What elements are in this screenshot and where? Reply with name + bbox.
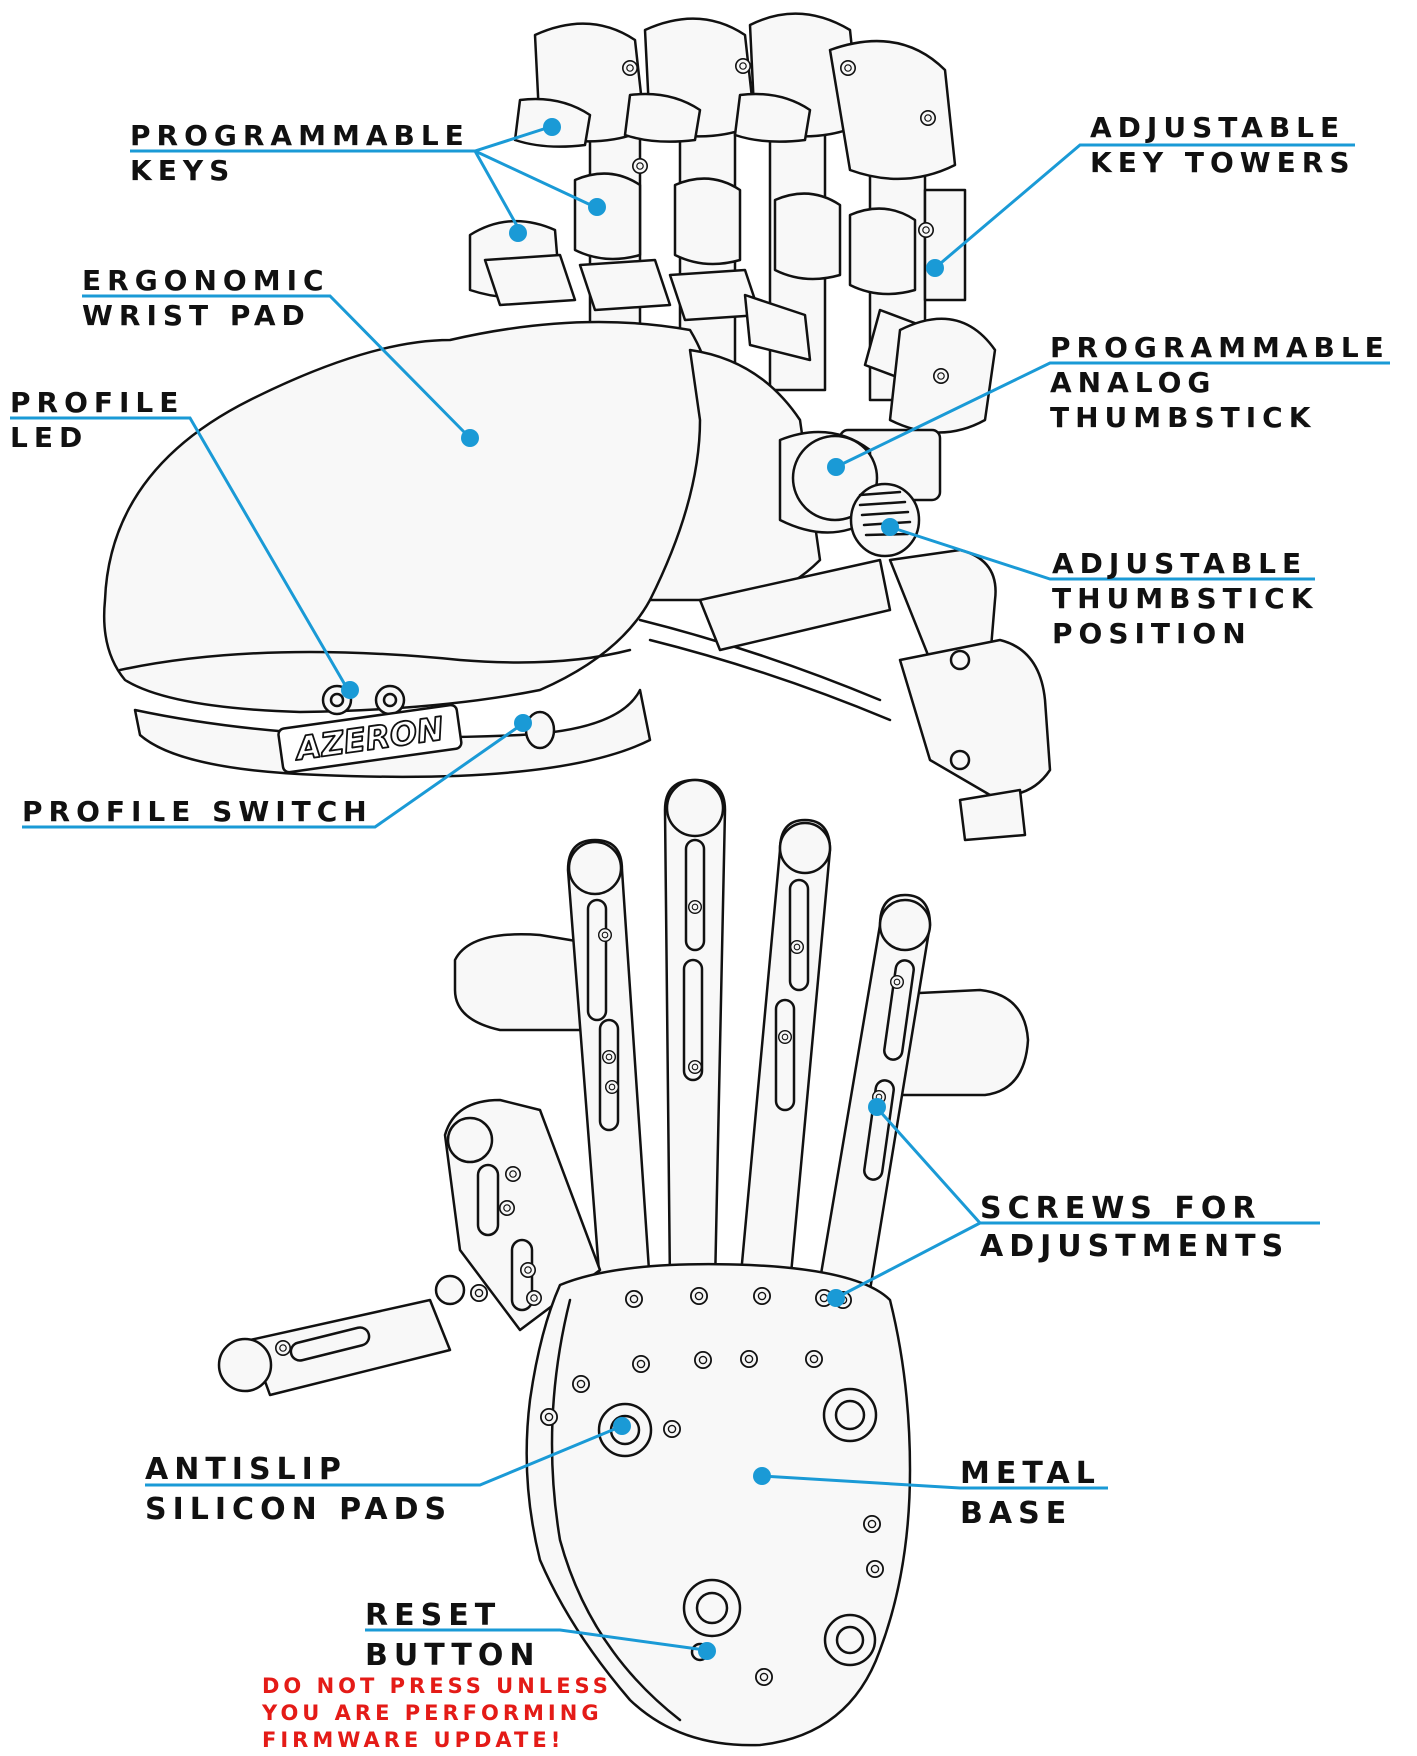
label-line: ADJUSTABLE	[1090, 110, 1356, 145]
label-programmable-analog-thumbstick: PROGRAMMABLE ANALOG THUMBSTICK	[1050, 330, 1390, 435]
label-ergonomic-wrist-pad: ERGONOMIC WRIST PAD	[82, 263, 330, 333]
label-antislip-silicon-pads: ANTISLIP SILICON PADS	[145, 1450, 452, 1530]
label-line: ANTISLIP	[145, 1450, 452, 1490]
label-line: BASE	[960, 1494, 1101, 1534]
label-line: METAL	[960, 1454, 1101, 1494]
firmware-warning: DO NOT PRESS UNLESS YOU ARE PERFORMING F…	[262, 1673, 612, 1754]
label-adjustable-key-towers: ADJUSTABLE KEY TOWERS	[1090, 110, 1356, 180]
warning-line: FIRMWARE UPDATE!	[262, 1727, 612, 1754]
label-reset-button: RESET BUTTON	[365, 1596, 540, 1676]
label-line: ANALOG	[1050, 365, 1390, 400]
label-line: ADJUSTABLE	[1052, 546, 1318, 581]
finger-posts	[568, 780, 930, 1290]
label-metal-base: METAL BASE	[960, 1454, 1101, 1534]
label-screws-for-adjustments: SCREWS FOR ADJUSTMENTS	[980, 1190, 1289, 1266]
label-line: SILICON PADS	[145, 1490, 452, 1530]
label-adjustable-thumbstick-position: ADJUSTABLE THUMBSTICK POSITION	[1052, 546, 1318, 651]
label-programmable-keys: PROGRAMMABLE KEYS	[130, 118, 470, 188]
label-profile-led: PROFILE LED	[10, 385, 184, 455]
label-line: PROFILE	[10, 385, 184, 420]
warning-line: DO NOT PRESS UNLESS	[262, 1673, 612, 1700]
label-line: RESET	[365, 1596, 540, 1636]
label-line: ERGONOMIC	[82, 263, 330, 298]
label-line: PROFILE SWITCH	[22, 794, 373, 829]
label-line: ADJUSTMENTS	[980, 1228, 1289, 1266]
label-line: THUMBSTICK	[1050, 400, 1390, 435]
label-line: SCREWS FOR	[980, 1190, 1289, 1228]
label-line: KEYS	[130, 153, 470, 188]
warning-line: YOU ARE PERFORMING	[262, 1700, 612, 1727]
label-line: KEY TOWERS	[1090, 145, 1356, 180]
label-line: BUTTON	[365, 1636, 540, 1676]
label-line: THUMBSTICK	[1052, 581, 1318, 616]
label-line: PROGRAMMABLE	[130, 118, 470, 153]
profile-switch-icon	[526, 712, 554, 748]
label-profile-switch: PROFILE SWITCH	[22, 794, 373, 829]
label-line: PROGRAMMABLE	[1050, 330, 1390, 365]
profile-led-2-icon	[376, 686, 404, 714]
label-line: POSITION	[1052, 616, 1318, 651]
label-line: LED	[10, 420, 184, 455]
wrist-pad	[104, 322, 712, 712]
label-line: WRIST PAD	[82, 298, 330, 333]
